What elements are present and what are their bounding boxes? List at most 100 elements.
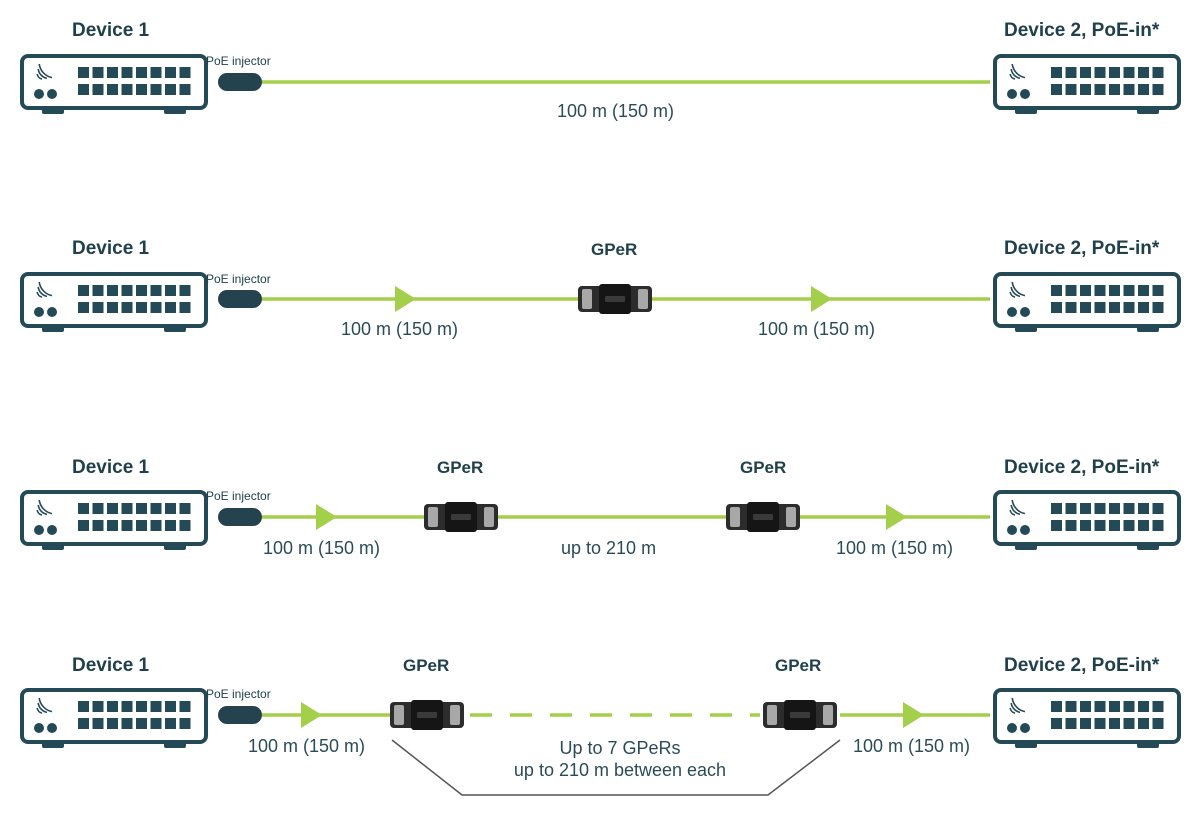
device-port — [179, 503, 191, 514]
device-port — [1065, 503, 1077, 514]
device-port — [150, 84, 162, 95]
device-led — [1007, 525, 1017, 535]
gper-label-row4-b: GPeR — [775, 656, 822, 675]
device-port — [78, 84, 89, 95]
device-body — [20, 54, 208, 110]
device-port — [1051, 718, 1062, 729]
gper-port-left — [730, 507, 740, 527]
device-port — [1065, 84, 1077, 95]
device-led — [47, 723, 57, 733]
device2-switch-row3 — [993, 490, 1181, 550]
gper-port-right — [638, 289, 648, 309]
device-led — [1020, 723, 1030, 733]
device-port — [107, 84, 118, 95]
device-led — [47, 89, 57, 99]
device-port — [1094, 302, 1106, 313]
device-port — [1152, 718, 1164, 729]
gper-latch — [790, 712, 810, 718]
device-port — [1152, 520, 1164, 531]
device-port — [165, 285, 176, 296]
device-port — [92, 67, 104, 78]
device-port — [165, 302, 176, 313]
device-port — [165, 701, 176, 712]
device-port — [150, 701, 162, 712]
device-led — [47, 307, 57, 317]
device-logo-arc — [1010, 286, 1021, 298]
poe-injector-label-row3: PoE injector — [206, 489, 271, 503]
device1-label-row2: Device 1 — [72, 238, 150, 259]
device-logo-arc — [37, 286, 48, 298]
device-logo-arc — [1009, 509, 1016, 516]
device-port — [1138, 67, 1149, 78]
gper-chain-bracket — [391, 739, 841, 796]
gper-port-left — [428, 507, 438, 527]
device-port — [136, 84, 147, 95]
device2-label-row4: Device 2, PoE-in* — [1004, 655, 1160, 676]
device-port — [78, 520, 89, 531]
device-port — [78, 701, 89, 712]
device-port — [92, 718, 104, 729]
device1-switch-row4 — [20, 688, 208, 748]
device-port — [136, 718, 147, 729]
device-port — [150, 285, 162, 296]
device-logo-arc — [36, 73, 43, 80]
gper-port-left — [394, 705, 404, 725]
device-port — [1152, 285, 1164, 296]
distance-label-row3-seg3: 100 m (150 m) — [836, 538, 954, 558]
device-port — [1051, 285, 1062, 296]
device-body — [993, 272, 1181, 328]
device-port — [1051, 503, 1062, 514]
device2-switch-row1 — [993, 54, 1181, 114]
device-port — [1123, 84, 1135, 95]
device-body — [20, 272, 208, 328]
device-port — [1109, 84, 1120, 95]
gper-latch — [451, 514, 471, 520]
poe-injector-row1 — [218, 73, 262, 91]
device-port — [107, 285, 118, 296]
direction-arrow-row4-a — [301, 702, 322, 728]
device-port — [1065, 285, 1077, 296]
device-port — [121, 84, 133, 95]
device-port — [121, 503, 133, 514]
gper-label-row4-a: GPeR — [403, 656, 450, 675]
gper-chain-note-line1: Up to 7 GPeRs — [559, 738, 681, 758]
device-port — [1138, 302, 1149, 313]
device-port — [179, 520, 191, 531]
device-port — [1152, 302, 1164, 313]
gper-label-row3-a: GPeR — [437, 458, 484, 477]
device-port — [179, 285, 191, 296]
device-port — [107, 67, 118, 78]
device2-switch-row4 — [993, 688, 1181, 748]
device-port — [136, 701, 147, 712]
distance-label-row1: 100 m (150 m) — [557, 101, 675, 121]
gper-latch — [753, 514, 773, 520]
device-port — [1123, 701, 1135, 712]
device-logo-arc — [1011, 63, 1026, 79]
device-port — [92, 302, 104, 313]
device-port — [1051, 302, 1062, 313]
device-port — [1123, 67, 1135, 78]
device-port — [107, 718, 118, 729]
poe-injector-label-row1: PoE injector — [206, 54, 271, 68]
device-logo-arc — [1009, 707, 1016, 714]
device-port — [78, 718, 89, 729]
device-port — [1123, 285, 1135, 296]
device-port — [1138, 718, 1149, 729]
gper-repeater-row3-b — [726, 502, 800, 532]
device-logo-arc — [37, 702, 48, 714]
device-port — [92, 503, 104, 514]
gper-repeater-row2 — [578, 284, 652, 314]
device-port — [1109, 285, 1120, 296]
device-logo-arc — [1011, 499, 1026, 515]
device-logo-arc — [38, 63, 53, 79]
device-logo-arc — [1009, 73, 1016, 80]
gper-latch — [605, 296, 625, 302]
device1-switch-row1 — [20, 54, 208, 114]
device-logo-arc — [36, 291, 43, 298]
device-port — [150, 503, 162, 514]
distance-label-row4-seg1: 100 m (150 m) — [248, 736, 366, 756]
device-port — [1123, 718, 1135, 729]
device-port — [1065, 701, 1077, 712]
device-port — [1109, 520, 1120, 531]
gper-repeater-row4-a — [390, 700, 464, 730]
